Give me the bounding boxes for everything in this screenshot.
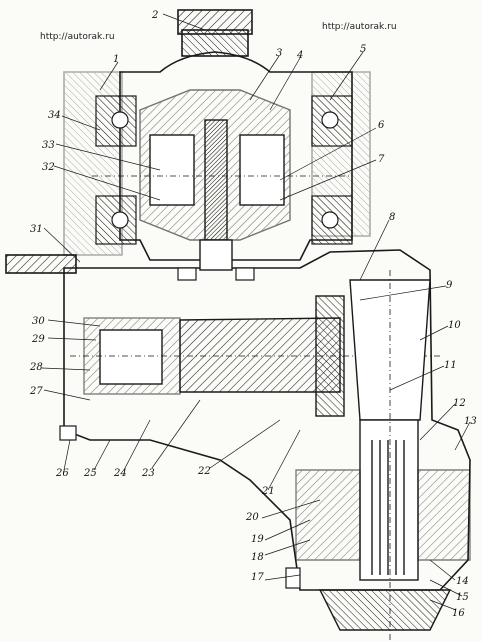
callout-26: 26 (55, 468, 69, 479)
watermark-right: http://autorak.ru (322, 22, 397, 32)
callout-18: 18 (251, 552, 264, 563)
callout-12: 12 (453, 398, 466, 409)
callout-29: 29 (31, 334, 45, 345)
callout-31: 31 (30, 224, 43, 235)
bolts (59, 267, 301, 589)
output-shaft-body (359, 419, 419, 581)
callout-15: 15 (456, 592, 469, 603)
callout-14: 14 (456, 576, 469, 587)
callout-22: 22 (197, 466, 211, 477)
callout-19: 19 (251, 534, 264, 545)
callout-13: 13 (464, 416, 477, 427)
left-output-bearing (295, 469, 361, 561)
right-bearing-assembly (311, 95, 353, 245)
output-flange-16 (318, 589, 452, 631)
callout-16: 16 (452, 608, 465, 619)
bolt-26 (59, 425, 77, 441)
callout-28: 28 (29, 362, 43, 373)
right-output-bearing (417, 469, 471, 561)
callout-3: 3 (276, 48, 282, 59)
callout-17: 17 (251, 572, 264, 583)
differential (92, 89, 350, 271)
callout-6: 6 (378, 120, 385, 131)
callout-33: 33 (42, 140, 55, 151)
leader-lines (41, 13, 471, 611)
callout-32: 32 (42, 162, 55, 173)
output-shaft (295, 270, 471, 640)
callout-24: 24 (113, 468, 127, 479)
shaft-bearing-9 (315, 295, 345, 417)
left-flange (5, 254, 77, 274)
callout-8: 8 (389, 212, 395, 223)
input-shaft (70, 295, 440, 417)
lower-housing (63, 249, 471, 591)
callout-21: 21 (261, 486, 275, 497)
callout-2: 2 (151, 10, 158, 21)
bolt-17 (285, 567, 301, 589)
callout-27: 27 (29, 386, 43, 397)
callout-4: 4 (296, 50, 303, 61)
side-gear-right (239, 134, 285, 206)
lower-stud (199, 239, 233, 271)
callout-11: 11 (444, 360, 457, 371)
callout-labels: 1 2 3 4 5 6 7 8 9 10 11 12 13 14 15 16 1… (29, 10, 477, 619)
watermark-left: http://autorak.ru (40, 32, 115, 42)
side-gear-left (149, 134, 195, 206)
callout-34: 34 (48, 110, 61, 121)
callout-9: 9 (446, 280, 453, 291)
upper-housing (119, 51, 353, 261)
callout-10: 10 (448, 320, 461, 331)
callout-20: 20 (245, 512, 259, 523)
callout-30: 30 (32, 316, 45, 327)
left-bearing-assembly (95, 95, 137, 245)
callout-25: 25 (83, 468, 97, 479)
cross-shaft (204, 119, 228, 241)
callout-7: 7 (378, 154, 385, 165)
callout-23: 23 (141, 468, 155, 479)
callout-5: 5 (360, 44, 366, 55)
input-bearing (99, 329, 163, 385)
callout-1: 1 (113, 54, 119, 65)
